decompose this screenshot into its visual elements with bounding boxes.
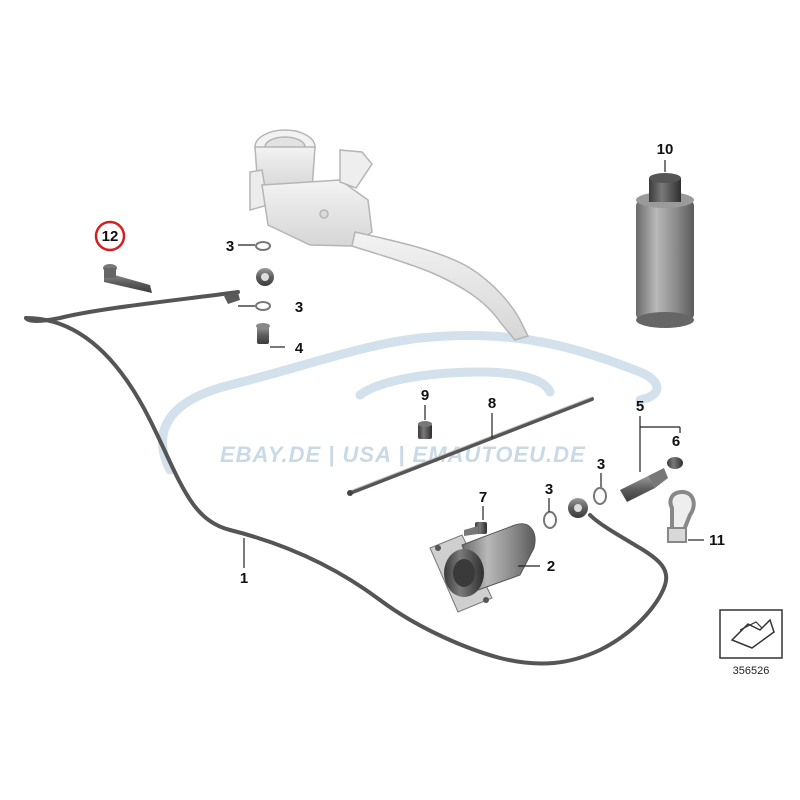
- clutch-line: [24, 290, 669, 666]
- banjo-lower: [568, 498, 588, 518]
- reference-number: 356526: [733, 665, 770, 677]
- screw-part-7: [464, 522, 487, 536]
- bleeder-screw: [620, 468, 668, 502]
- reference-icon-box: [719, 609, 783, 659]
- part-label-9: 9: [421, 387, 429, 404]
- part-label-11: 11: [709, 532, 725, 549]
- part-label-12: 12: [102, 228, 119, 245]
- part-label-3-upper: 3: [226, 238, 234, 255]
- part-label-2: 2: [547, 558, 555, 575]
- watermark-car-outline: [158, 330, 662, 475]
- part-label-6: 6: [672, 433, 680, 450]
- part-label-3-lower: 3: [545, 481, 553, 498]
- part-label-7: 7: [479, 489, 487, 506]
- part-label-3-right: 3: [597, 456, 605, 473]
- part-label-8: 8: [488, 395, 496, 412]
- bracket-part-12: [103, 264, 152, 293]
- banjo-assembly-upper: [255, 241, 274, 344]
- slave-cylinder: [429, 523, 536, 613]
- sealing-ring-lower-right: [593, 487, 607, 505]
- part-label-10: 10: [657, 141, 674, 158]
- part-label-4: 4: [295, 340, 304, 357]
- part-label-1: 1: [240, 570, 248, 587]
- part-label-3-middle: 3: [295, 299, 303, 316]
- part-label-5: 5: [636, 398, 644, 415]
- arrow-icon: [730, 618, 775, 649]
- fluid-bottle: [636, 173, 694, 328]
- sealing-ring-lower-left: [543, 511, 557, 529]
- clamp-part-11: [667, 489, 696, 543]
- watermark-text: EBAY.DE | USA | EMAUTOEU.DE: [220, 442, 586, 467]
- clutch-master-cylinder: [249, 129, 530, 341]
- bush-part-9: [418, 421, 432, 439]
- leader-lines: [238, 160, 704, 568]
- highlight-circle: [94, 220, 126, 252]
- push-rod: [347, 396, 594, 496]
- bleeder-cap: [667, 457, 683, 469]
- line-fitting: [224, 292, 240, 304]
